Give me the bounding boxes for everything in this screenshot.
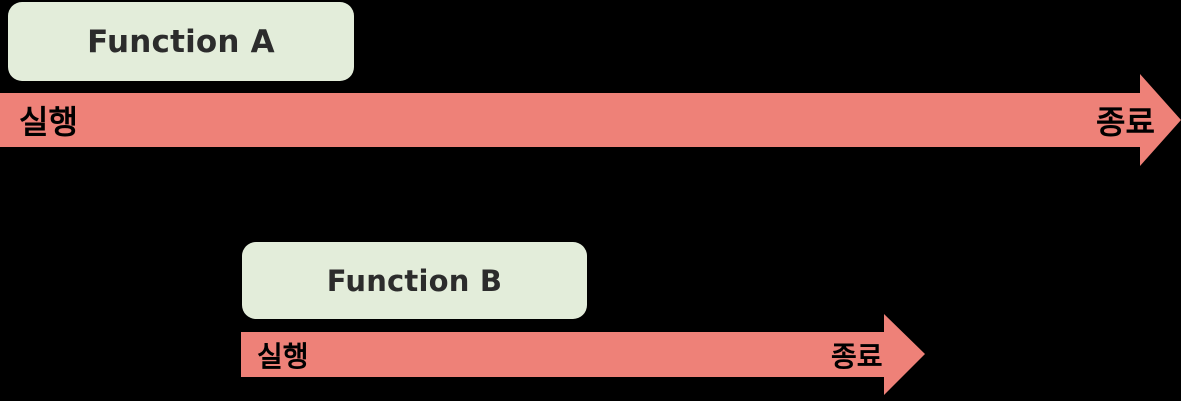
function-a-start-label: 실행 (19, 103, 78, 141)
function-b-timeline: 실행 종료 (241, 313, 925, 396)
function-b-start-label: 실행 (257, 340, 309, 373)
function-a-label-text: Function A (87, 23, 275, 60)
function-b-label-text: Function B (326, 263, 503, 298)
function-a-end-label: 종료 (1096, 103, 1155, 141)
function-b-arrow-icon (241, 314, 925, 395)
function-a-label-chip: Function A (8, 2, 354, 81)
function-a-arrow-icon (0, 74, 1181, 166)
function-a-timeline: 실행 종료 (0, 72, 1181, 168)
function-b-label-chip: Function B (242, 242, 587, 319)
function-b-end-label: 종료 (831, 340, 883, 373)
